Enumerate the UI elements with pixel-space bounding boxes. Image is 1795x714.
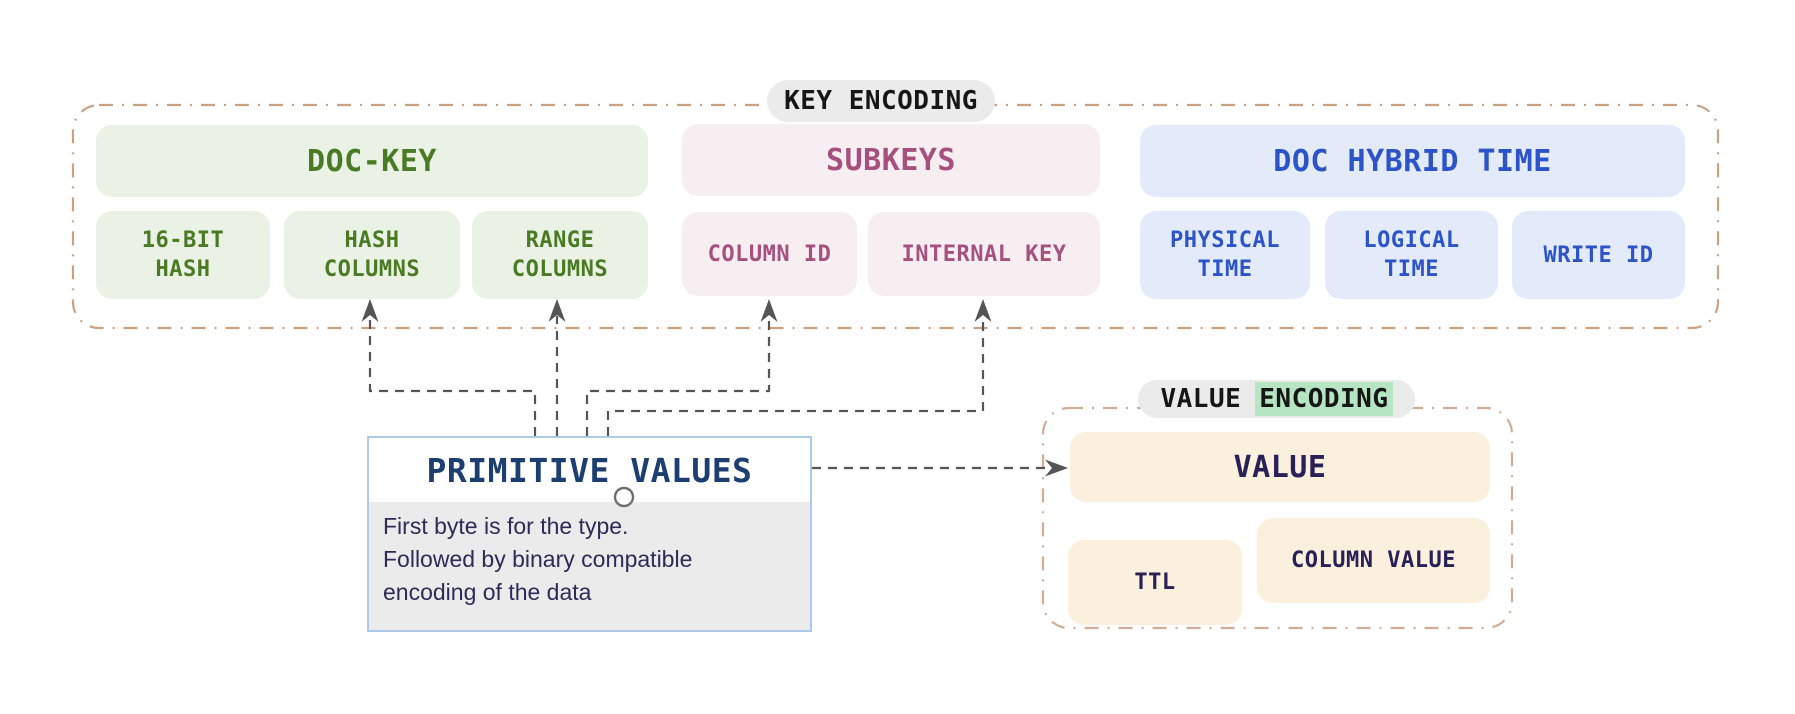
value-encoding-label: VALUE ENCODING xyxy=(1138,380,1415,418)
value-item-ttl: TTL xyxy=(1068,540,1242,625)
doc-hybrid-time-header: DOC HYBRID TIME xyxy=(1140,125,1685,197)
subkeys-item-internal-key: INTERNAL KEY xyxy=(868,212,1100,296)
value-header: VALUE xyxy=(1070,432,1490,502)
primitive-values-description: First byte is for the type. Followed by … xyxy=(369,502,810,630)
doc-key-item-range-columns: RANGE COLUMNS xyxy=(472,211,648,299)
doc-key-item-hash-columns: HASH COLUMNS xyxy=(284,211,460,299)
arrowhead-hash-columns xyxy=(361,299,379,322)
arrowhead-column-id xyxy=(760,299,778,322)
doc-hybrid-time-item-physical-time: PHYSICAL TIME xyxy=(1140,211,1310,299)
connector-to-column-id xyxy=(585,316,771,436)
doc-hybrid-time-item-logical-time: LOGICAL TIME xyxy=(1325,211,1498,299)
doc-key-item-16-bit-hash: 16-BIT HASH xyxy=(96,211,270,299)
subkeys-header: SUBKEYS xyxy=(682,124,1100,196)
subkeys-item-column-id: COLUMN ID xyxy=(682,212,857,296)
connector-to-internal-key xyxy=(606,316,985,436)
doc-key-header: DOC-KEY xyxy=(96,125,648,197)
primitive-values-box: PRIMITIVE VALUES First byte is for the t… xyxy=(367,436,812,632)
arrowhead-value xyxy=(1045,459,1068,477)
primitive-values-title: PRIMITIVE VALUES xyxy=(426,450,753,490)
connector-to-hash-columns xyxy=(368,316,537,436)
arrowhead-internal-key xyxy=(974,299,992,322)
key-encoding-label: KEY ENCODING xyxy=(767,80,995,122)
value-item-column-value: COLUMN VALUE xyxy=(1257,518,1490,603)
arrowhead-range-columns xyxy=(548,299,566,322)
key-encoding-label-text: KEY ENCODING xyxy=(784,86,978,116)
value-encoding-label-highlight: ENCODING xyxy=(1255,382,1393,416)
value-encoding-label-plain: VALUE xyxy=(1160,384,1242,414)
doc-hybrid-time-item-write-id: WRITE ID xyxy=(1512,211,1685,299)
